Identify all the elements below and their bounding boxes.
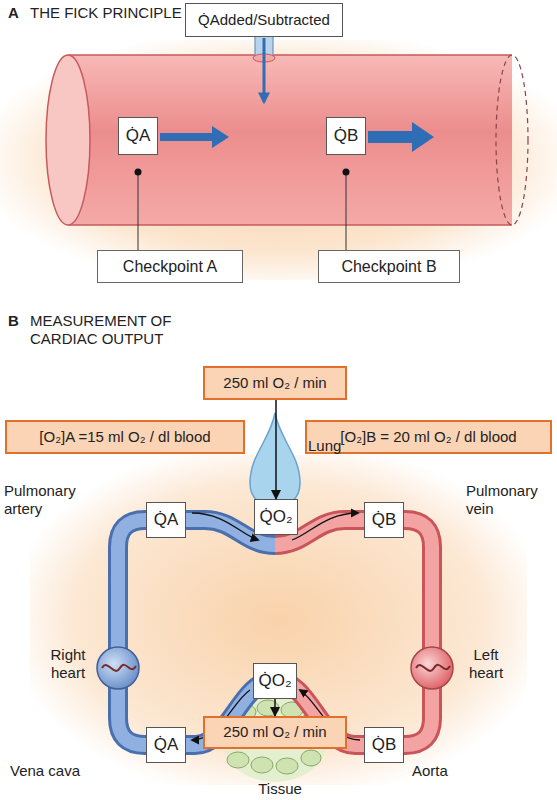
flow-box: Q̇B [326,117,366,155]
panel-letter: A [8,4,28,22]
box-text: Checkpoint B [341,258,436,276]
box-text: Q̇Added/Subtracted [198,12,330,29]
box-text: Q̇B [372,511,397,530]
box-text: Q̇B [334,127,359,146]
panel-heading: THE FICK PRINCIPLE [30,4,290,22]
flow-box: Q̇A [146,727,186,763]
cell [301,750,321,766]
box-text: [O₂]A =15 ml O₂ / dl blood [39,429,210,446]
flow-box: Q̇O₂ [253,663,297,699]
left-heart-symbol [411,647,453,689]
box-text: Q̇A [154,511,179,530]
leader-line [138,172,139,250]
flow-box: Q̇Added/Subtracted [185,3,343,37]
box-text: Q̇O₂ [258,672,291,691]
organ-label: Right heart [40,646,96,682]
tube-edge [68,54,512,56]
box-text: Q̇A [126,127,151,146]
cell [251,757,273,773]
background-glow [30,455,527,785]
checkpoint-dot [343,169,350,176]
flow-arrow [275,400,277,499]
flow-box: Q̇B [364,727,404,763]
box-text: Q̇O₂ [259,508,292,527]
panel-heading: MEASUREMENT OF CARDIAC OUTPUT [30,312,200,348]
panel-letter: B [8,312,28,330]
lung-shape [250,413,300,506]
checkpoint-box: Checkpoint B [318,250,460,283]
flow-box: Q̇B [364,502,404,538]
tube-edge [68,224,512,226]
box-text: [O₂]B = 20 ml O₂ / dl blood [340,429,516,446]
flow-box: Q̇A [118,117,158,155]
organ-label: Lung [308,437,368,455]
heart-valve [102,665,136,671]
flow-arrow [160,126,229,148]
box-text: Checkpoint A [123,258,217,276]
flow-arrow [274,699,276,716]
right-heart-symbol [97,647,139,689]
cell [257,700,279,716]
box-text: Q̇A [154,736,179,755]
box-text: 250 ml O₂ / min [223,375,326,392]
vessel-tube [68,55,512,225]
value-box: 250 ml O₂ / min [203,366,347,400]
flow-arrow [192,513,258,540]
flow-box: Q̇O₂ [254,499,298,535]
venous-vessel-lumen [118,520,275,745]
inflow-arrow [263,38,266,102]
checkpoint-dot [135,169,142,176]
background-glow [0,40,557,280]
organ-label: Tissue [250,780,310,798]
value-box: [O₂]A =15 ml O₂ / dl blood [5,420,245,454]
flow-arrow [368,122,434,152]
heart-valve [416,665,450,671]
arterial-vessel-lumen [275,520,432,745]
arterial-vessel [275,520,432,745]
box-text: 250 ml O₂ / min [223,724,326,741]
vessel-label: Aorta [412,762,492,780]
cell [227,752,249,768]
checkpoint-box: Checkpoint A [97,250,243,283]
tube-end [496,55,528,225]
vessel-label: Pulmonary artery [4,482,99,518]
organ-label: Left heart [458,646,514,682]
value-box: [O₂]B = 20 ml O₂ / dl blood [305,420,552,454]
venous-vessel [118,520,275,745]
cell [276,758,298,774]
vessel-label: Pulmonary vein [466,482,556,518]
flow-box: Q̇A [146,502,186,538]
box-text: Q̇B [372,736,397,755]
flow-arrow [292,513,358,540]
value-box: 250 ml O₂ / min [203,716,347,749]
leader-line [346,172,347,250]
vessel-label: Vena cava [10,762,110,780]
tube-opening [46,55,90,225]
